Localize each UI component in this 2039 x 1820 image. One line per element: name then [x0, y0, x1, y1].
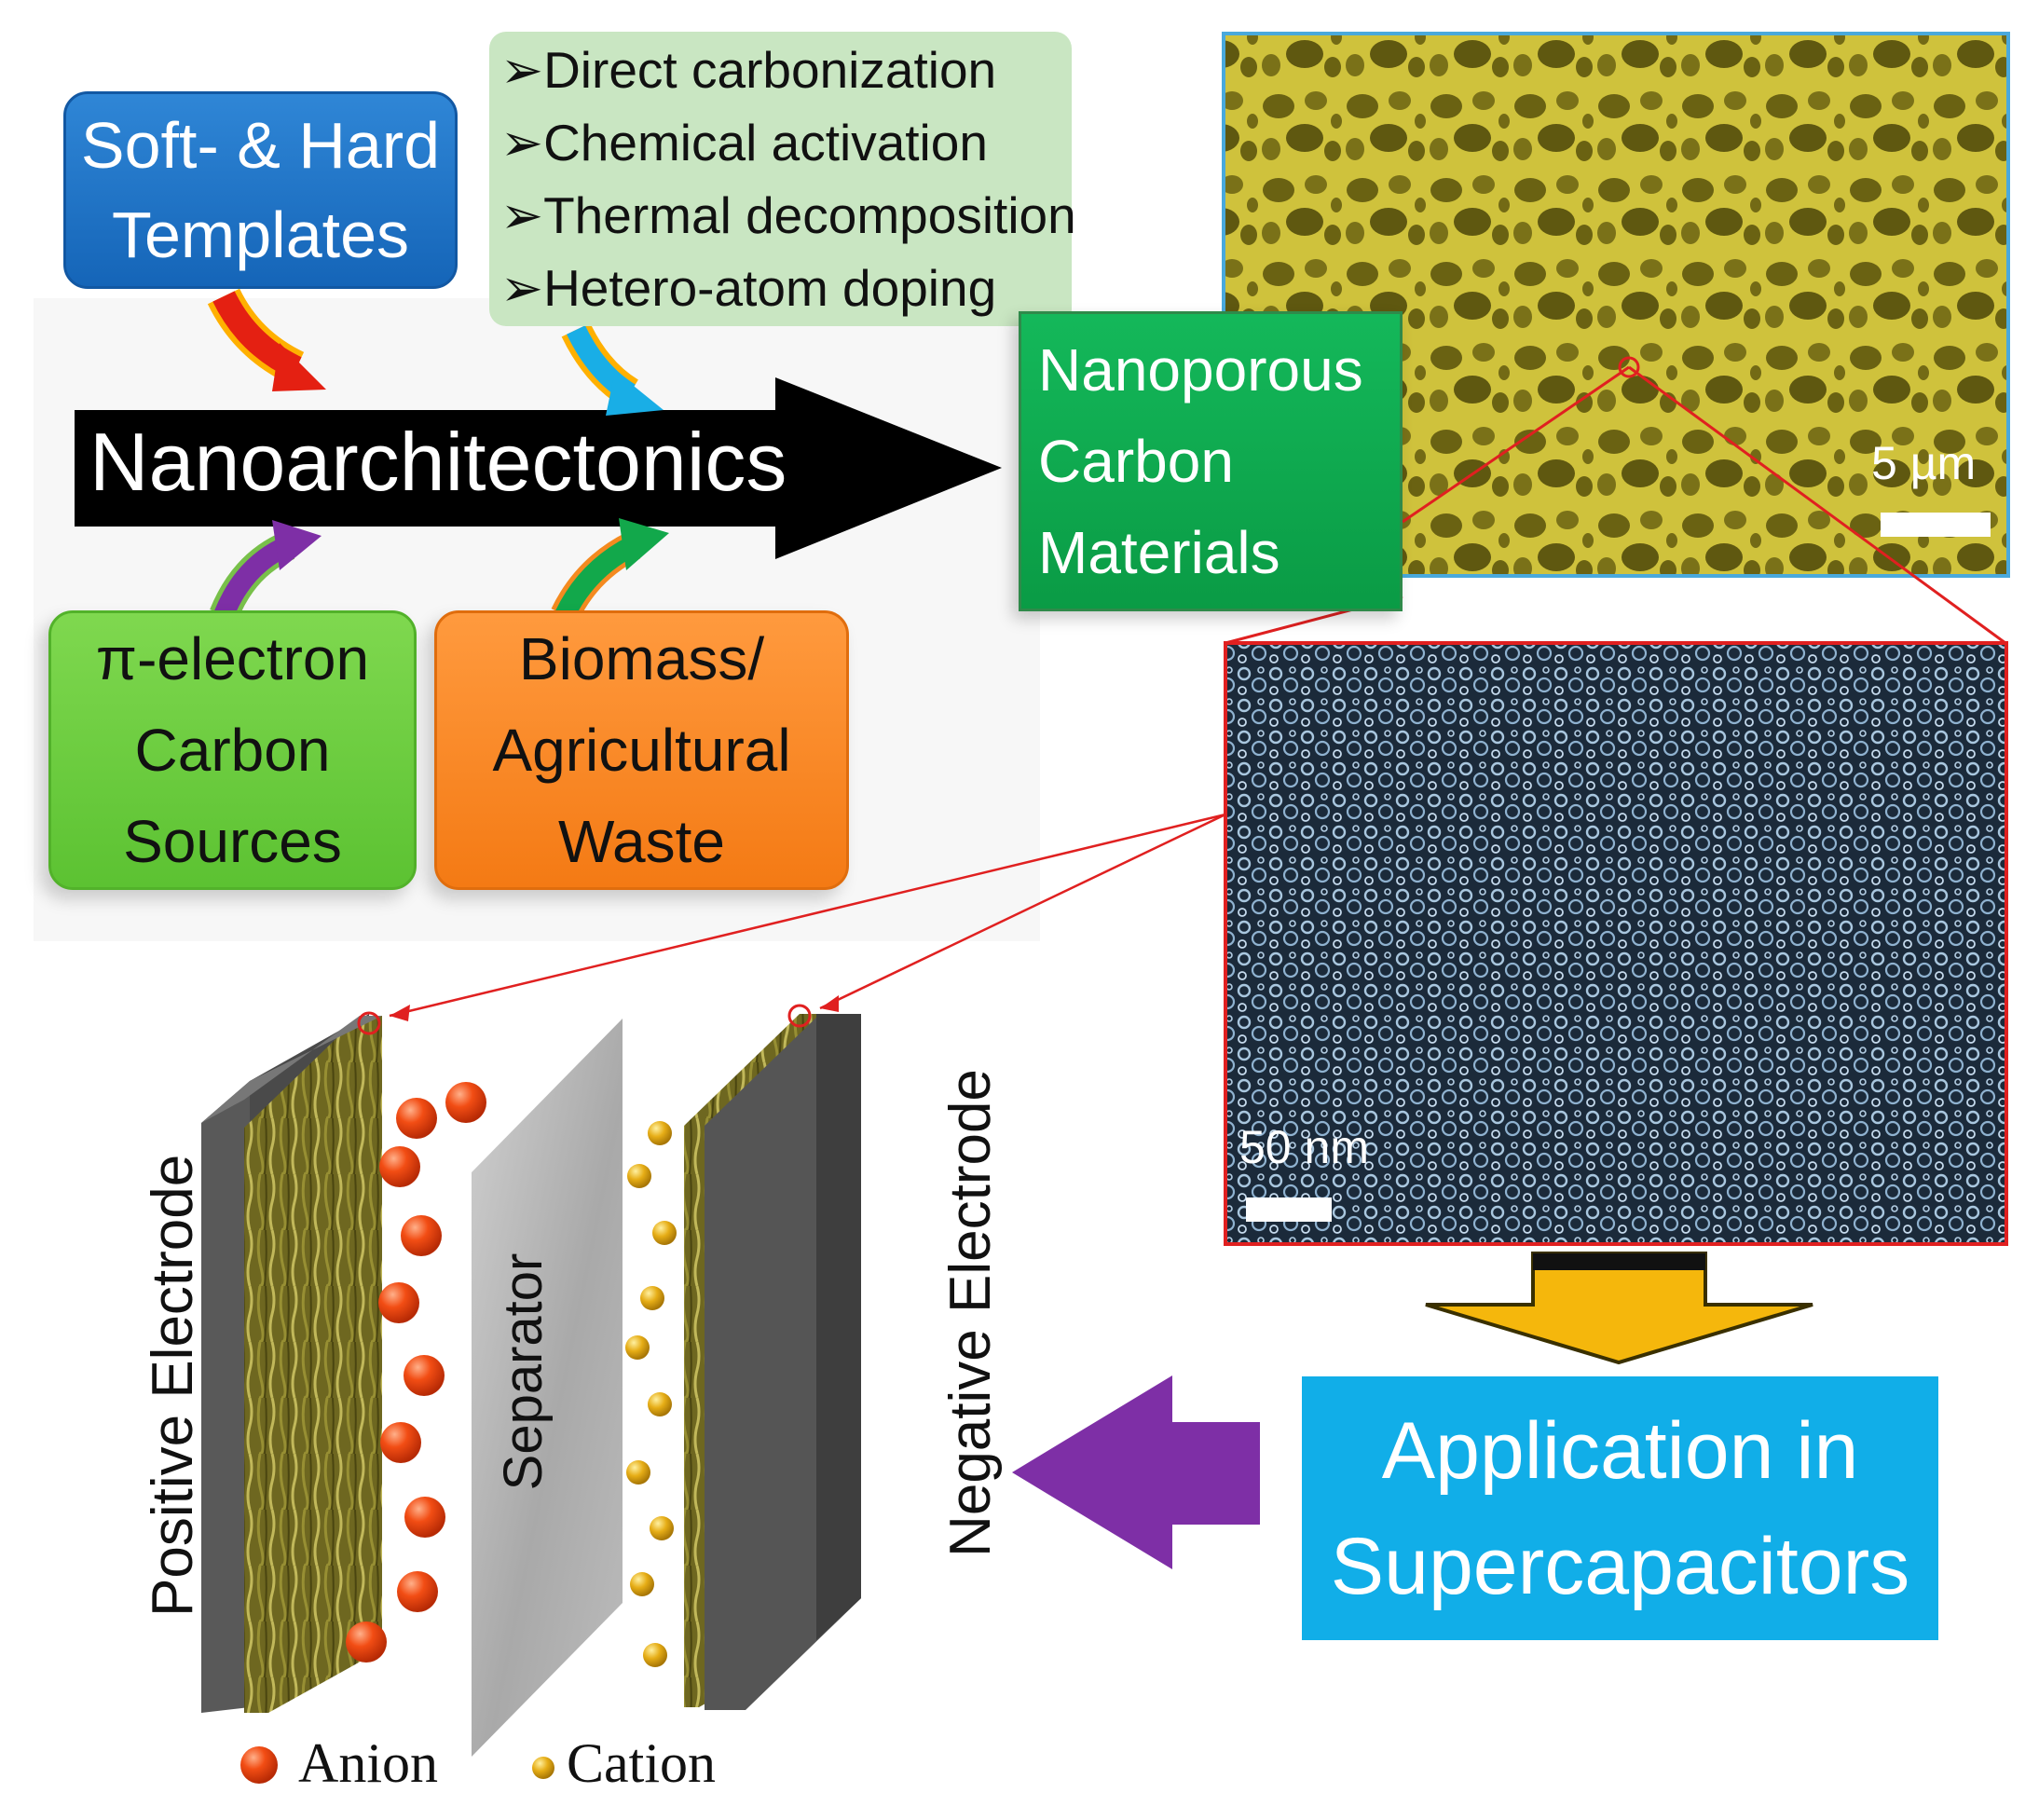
methods-box: ➢Direct carbonization ➢Chemical activati…	[489, 32, 1076, 326]
biomass-box: Biomass/ Agricultural Waste	[434, 610, 849, 890]
application-box: Application in Supercapacitors	[1302, 1376, 1938, 1640]
legend-anion-label: Anion	[298, 1732, 438, 1794]
legend-anion-dot	[240, 1746, 278, 1784]
sem-scale-bar	[1881, 513, 1991, 537]
positive-electrode-label: Positive Electrode	[141, 1154, 205, 1617]
templates-box: Soft- & Hard Templates	[63, 91, 458, 289]
cations	[625, 1121, 677, 1667]
legend-cation-dot	[532, 1757, 554, 1779]
positive-carbon-layer	[244, 1016, 382, 1713]
application-line-1: Application in	[1381, 1405, 1859, 1496]
application-line-2: Supercapacitors	[1330, 1521, 1910, 1611]
sem-scale-label: 5 µm	[1871, 437, 1977, 489]
negative-electrode-label: Negative Electrode	[938, 1069, 1003, 1557]
product-line-3: Materials	[1038, 519, 1280, 586]
legend-cation-label: Cation	[567, 1732, 716, 1794]
pi-line-3: Sources	[123, 808, 342, 875]
pi-electron-box: π-electron Carbon Sources	[48, 610, 417, 890]
templates-line-2: Templates	[111, 198, 410, 271]
zoom-circle-sem	[1618, 356, 1640, 378]
templates-line-1: Soft- & Hard	[80, 109, 441, 182]
tem-scale-bar	[1246, 1197, 1332, 1222]
biomass-line-3: Waste	[558, 808, 725, 875]
biomass-line-2: Agricultural	[492, 717, 791, 784]
positive-electrode-plate	[201, 1081, 250, 1713]
purple-left-arrow	[1012, 1375, 1260, 1569]
tem-scale-label: 50 nm	[1239, 1121, 1369, 1173]
method-item: ➢Thermal decomposition	[500, 186, 1076, 244]
separator-sheet	[472, 1019, 623, 1757]
pi-line-1: π-electron	[95, 625, 370, 692]
tem-image	[1224, 641, 2008, 1246]
anions	[346, 1082, 486, 1663]
method-item: ➢Hetero-atom doping	[500, 259, 997, 317]
main-arrow	[75, 377, 1002, 559]
nanoporous-carbon-box: Nanoporous Carbon Materials	[1019, 311, 1403, 611]
product-line-1: Nanoporous	[1038, 336, 1363, 404]
product-line-2: Carbon	[1038, 428, 1234, 495]
nanoarchitectonics-label: Nanoarchitectonics	[89, 416, 787, 508]
method-item: ➢Chemical activation	[500, 114, 988, 171]
biomass-line-1: Biomass/	[518, 625, 765, 692]
pi-line-2: Carbon	[134, 717, 331, 784]
separator-label: Separator	[493, 1252, 554, 1491]
method-item: ➢Direct carbonization	[500, 41, 997, 99]
